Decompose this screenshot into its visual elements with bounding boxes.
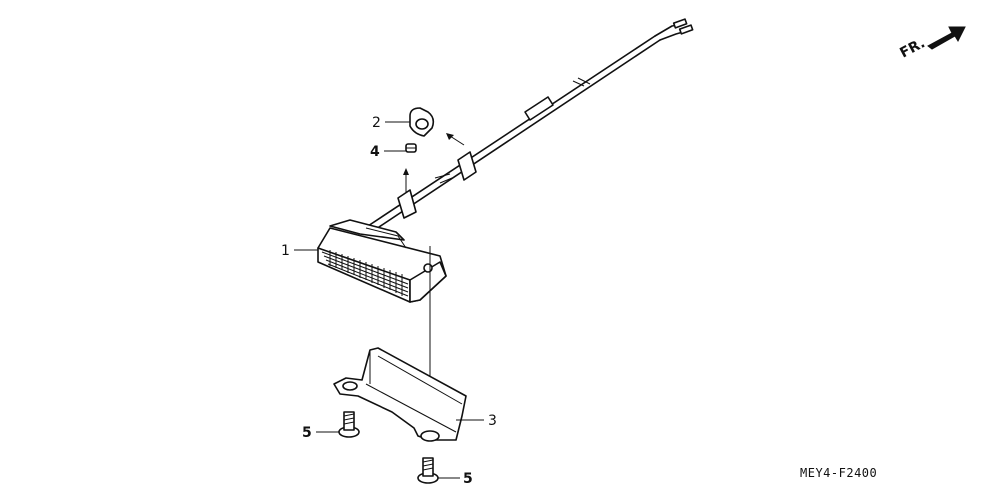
front-label: FR. [897, 35, 927, 61]
screw-small [405, 143, 417, 153]
bolt-right [417, 457, 439, 484]
mounting-bracket [333, 347, 467, 442]
front-indicator: FR. [897, 26, 966, 62]
bolt-left [338, 411, 360, 438]
lamp-assembly [317, 219, 447, 303]
wire-harness [367, 18, 694, 230]
callout-leaders [294, 121, 484, 479]
callout-5-right: 5 [463, 471, 473, 487]
callout-1: 1 [281, 243, 290, 259]
arrow-icon [927, 26, 966, 50]
direction-arrows [403, 133, 465, 192]
callout-2: 2 [372, 115, 381, 131]
drawing-code: MEY4-F2400 [800, 466, 877, 480]
callout-3: 3 [488, 413, 497, 429]
callout-5-left: 5 [302, 425, 312, 441]
callout-4: 4 [370, 144, 380, 160]
wire-clamp [409, 107, 435, 137]
